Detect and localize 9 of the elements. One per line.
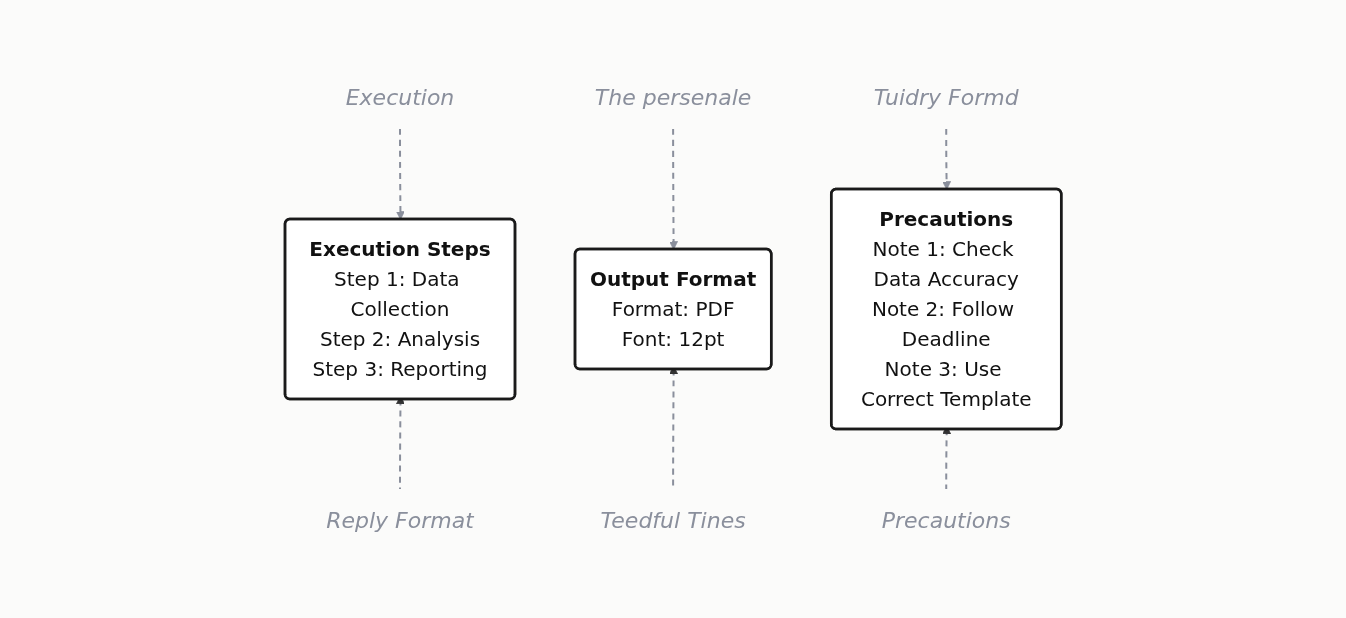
node-text: Execution — [345, 85, 455, 110]
arrow — [669, 128, 678, 250]
node-text: Precautions — [881, 508, 1011, 533]
node-text: The persenale — [594, 85, 752, 110]
node-text: Tuidry Formd — [873, 85, 1019, 110]
node-text: Reply Format — [326, 508, 474, 533]
arrow — [942, 128, 951, 190]
node-text: Teedful Tines — [600, 508, 746, 533]
arrow — [395, 128, 405, 220]
